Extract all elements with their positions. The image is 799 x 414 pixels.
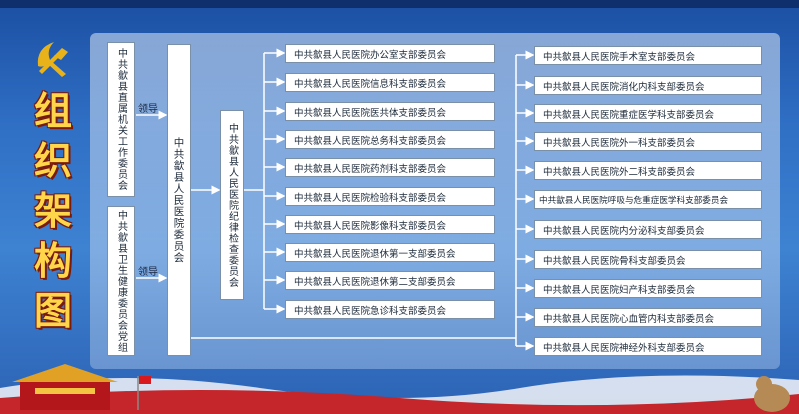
org-box-hospital-committee: 中共歙县人民医院委员会 [167,44,191,356]
branch-box-col2-7: 中共歙县人民医院内分泌科支部委员会 [534,220,762,239]
branch-box-col1-5: 中共歙县人民医院药剂科支部委员会 [285,158,495,177]
title-char-5: 图 [33,289,72,333]
title-char-4: 构 [33,239,72,283]
org-box-discipline-committee: 中共歙县人民医院纪律检查委员会 [220,110,244,300]
org-box-direct-organs-committee: 中共歙县直属机关工作委员会 [107,42,135,197]
branch-box-col2-1: 中共歙县人民医院手术室支部委员会 [534,46,762,65]
branch-box-col1-1: 中共歙县人民医院办公室支部委员会 [285,44,495,63]
branch-box-col1-10: 中共歙县人民医院急诊科支部委员会 [285,300,495,319]
branch-box-col2-6: 中共歙县人民医院呼吸与危重症医学科支部委员会 [534,190,762,209]
title-char-3: 架 [33,189,72,233]
lead-label-top: 领导 [138,104,158,115]
title-char-2: 织 [33,139,72,183]
branch-box-col1-2: 中共歙县人民医院信息科支部委员会 [285,73,495,92]
branch-box-col2-5: 中共歙县人民医院外二科支部委员会 [534,161,762,180]
branch-box-col1-9: 中共歙县人民医院退休第二支部委员会 [285,271,495,290]
branch-box-col2-4: 中共歙县人民医院外一科支部委员会 [534,132,762,151]
branch-box-col2-3: 中共歙县人民医院重症医学科支部委员会 [534,104,762,123]
branch-box-col1-7: 中共歙县人民医院影像科支部委员会 [285,215,495,234]
branch-box-col1-3: 中共歙县人民医院医共体支部委员会 [285,102,495,121]
branch-box-col2-10: 中共歙县人民医院心血管内科支部委员会 [534,308,762,327]
branch-box-col1-6: 中共歙县人民医院检验科支部委员会 [285,187,495,206]
title-char-1: 组 [33,89,72,133]
org-box-health-committee-party-group: 中共歙县卫生健康委员会党组 [107,206,135,356]
branch-box-col1-4: 中共歙县人民医院总务科支部委员会 [285,130,495,149]
bottom-decoration [0,364,799,414]
party-emblem-icon [37,42,68,77]
lead-label-bottom: 领导 [138,267,158,278]
lion-statue-icon [754,376,790,412]
branch-box-col1-8: 中共歙县人民医院退休第一支部委员会 [285,243,495,262]
branch-box-col2-2: 中共歙县人民医院消化内科支部委员会 [534,76,762,95]
branch-box-col2-9: 中共歙县人民医院妇产科支部委员会 [534,279,762,298]
branch-box-col2-8: 中共歙县人民医院骨科支部委员会 [534,250,762,269]
tiananmen-gate-icon [12,364,151,410]
branch-box-col2-11: 中共歙县人民医院神经外科支部委员会 [534,337,762,356]
